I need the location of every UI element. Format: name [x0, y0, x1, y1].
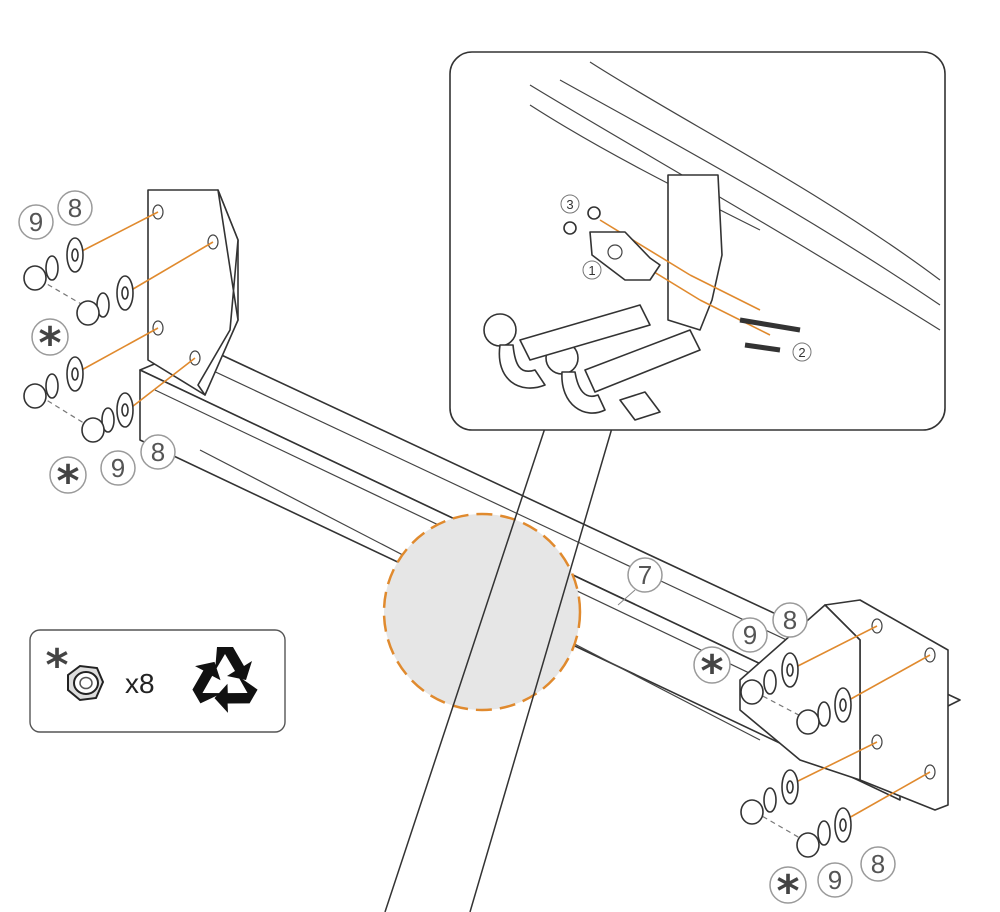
legend-star: * [45, 640, 68, 691]
legend-box: * x8 [29, 629, 286, 733]
callout-8-top-left: 8 [57, 190, 93, 226]
recycle-icon [192, 647, 258, 713]
callout-9-top-left: 9 [18, 204, 54, 240]
callout-9-right-bottom: 9 [817, 862, 853, 898]
svg-text:*: * [56, 456, 79, 507]
left-bracket [147, 189, 239, 396]
svg-text:8: 8 [151, 437, 165, 467]
svg-text:1: 1 [588, 263, 595, 278]
nut [23, 265, 47, 291]
star-marker-left-lower: * [49, 456, 87, 507]
callout-3-nuts: 3 [560, 194, 580, 214]
callout-9-mid-left: 9 [100, 450, 136, 486]
star-marker-right-upper: * [693, 646, 731, 697]
svg-text:*: * [45, 640, 68, 691]
callout-9-right-top: 9 [732, 617, 768, 653]
callout-7-tube: 7 [627, 557, 663, 593]
spring-washer [45, 255, 59, 281]
detail-magnifier [382, 427, 613, 912]
right-hardware [740, 652, 852, 858]
svg-text:8: 8 [871, 849, 885, 879]
svg-text:2: 2 [798, 345, 805, 360]
right-bracket [739, 599, 949, 811]
svg-text:*: * [776, 866, 799, 912]
detail-box [449, 51, 946, 431]
svg-text:9: 9 [828, 865, 842, 895]
svg-text:*: * [700, 646, 723, 697]
callout-1-plate: 1 [582, 260, 602, 280]
callout-8-right-top: 8 [772, 602, 808, 638]
svg-text:7: 7 [638, 560, 652, 590]
leader-line [617, 589, 636, 606]
right-bolt-lines [754, 625, 931, 846]
callout-8-right-bottom: 8 [860, 846, 896, 882]
svg-text:9: 9 [111, 453, 125, 483]
star-marker-left-upper: * [31, 318, 69, 369]
svg-text:*: * [38, 318, 61, 369]
svg-text:8: 8 [783, 605, 797, 635]
svg-text:8: 8 [68, 193, 82, 223]
legend-quantity: x8 [125, 668, 155, 699]
lock-nut-icon [67, 664, 105, 702]
callout-8-mid-left: 8 [140, 434, 176, 470]
svg-text:3: 3 [566, 197, 573, 212]
svg-text:9: 9 [743, 620, 757, 650]
star-marker-right-lower: * [769, 866, 807, 912]
left-hardware [23, 237, 134, 443]
left-bolt-lines [39, 211, 214, 431]
callout-2-bolts: 2 [792, 342, 812, 362]
svg-text:9: 9 [29, 207, 43, 237]
